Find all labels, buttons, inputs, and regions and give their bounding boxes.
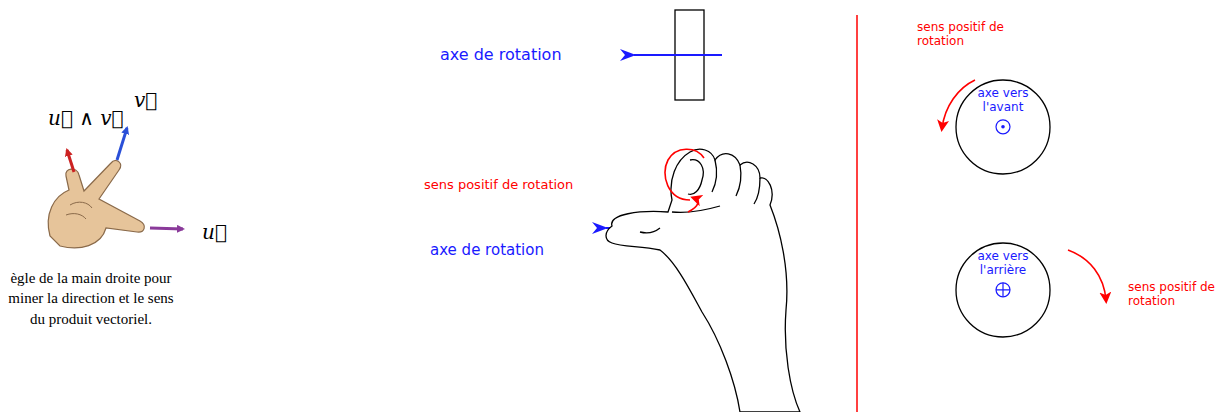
- rotation-label: sens positif de rotation: [1128, 280, 1220, 308]
- figure-caption: ègle de la main droite pour miner la dir…: [2, 268, 180, 329]
- rotation-label: sens positif de rotation: [424, 177, 573, 192]
- vector-label: u⃗: [202, 220, 227, 244]
- axis-circle: axe vers l'arrière: [955, 242, 1051, 338]
- rotation-arrow: [688, 198, 698, 212]
- rotation-label: sens positif de rotation: [917, 20, 1009, 48]
- vector-label: u⃗ ∧ v⃗: [48, 106, 124, 130]
- vector-label: v⃗: [134, 88, 157, 112]
- axis-circle: axe vers l'avant: [955, 79, 1051, 175]
- circle-text: axe vers l'arrière: [971, 249, 1035, 278]
- axis-label: axe de rotation: [430, 241, 544, 259]
- circle-text: axe vers l'avant: [971, 86, 1035, 115]
- hand-sketch: [606, 149, 800, 412]
- rotation-arrow: [665, 149, 704, 200]
- rotation-arrow: [942, 80, 975, 128]
- axis-label: axe de rotation: [440, 45, 562, 64]
- hand-icon: [48, 128, 183, 248]
- rotation-arrow: [1068, 250, 1106, 300]
- separator-line: [856, 15, 858, 412]
